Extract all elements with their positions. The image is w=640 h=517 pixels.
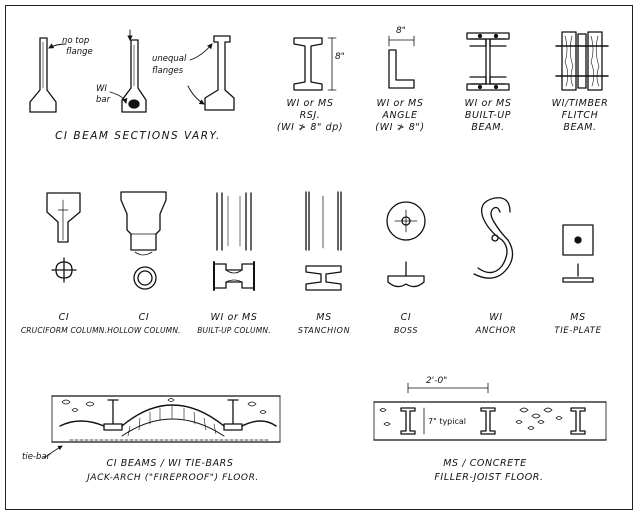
angle-label-2: ANGLE — [382, 110, 418, 121]
stanchion-label-2: STANCHION — [297, 326, 351, 335]
ci-beam-section-unequal-flanges — [204, 35, 235, 111]
tie-plate — [562, 224, 594, 283]
filler-joist-label-2: FILLER-JOIST FLOOR. — [434, 472, 544, 483]
boss-label-1: CI — [400, 312, 412, 323]
note-unequal: unequal — [152, 54, 187, 64]
rsj-label-2: RSJ. — [299, 110, 321, 121]
anchor-label-2: ANCHOR — [475, 326, 517, 336]
angle-label-3: (WI ≯ 8") — [375, 122, 425, 133]
rsj-label-3: (WI ≯ 8" dp) — [276, 122, 344, 133]
boss-label-2: BOSS — [393, 326, 419, 335]
hollow-label-2: HOLLOW COLUMN. — [107, 326, 181, 335]
rsj-label-1: WI or MS — [286, 98, 334, 109]
s-anchor — [473, 197, 514, 279]
typical-depth-note: 7" typical — [428, 417, 467, 426]
tieplate-label-1: MS — [570, 312, 586, 323]
filler-joist-label-1: MS / CONCRETE — [443, 458, 527, 469]
jack-arch-label-1: CI BEAMS / WI TIE-BARS — [106, 458, 234, 469]
flitch-label-3: BEAM. — [563, 122, 597, 133]
builtup-column-label-2: BUILT-UP COLUMN. — [197, 326, 271, 335]
built-up-column — [213, 192, 255, 291]
note-bar: bar — [96, 95, 111, 105]
boss — [386, 201, 426, 288]
anchor-label-1: WI — [489, 312, 503, 323]
sheet-border — [5, 5, 633, 510]
tieplate-label-2: TIE-PLATE — [554, 326, 602, 336]
note-flanges: flanges — [152, 66, 184, 76]
builtup-column-label-1: WI or MS — [210, 312, 258, 323]
flitch-label-2: FLITCH — [561, 110, 599, 121]
jack-arch-label-2: JACK-ARCH ("FIREPROOF") FLOOR. — [87, 473, 259, 483]
cruciform-column — [46, 192, 81, 283]
builtup-label-3: BEAM. — [471, 122, 505, 133]
stanchion-label-1: MS — [316, 312, 332, 323]
note-flange: flange — [66, 47, 93, 57]
ci-beam-caption: CI BEAM SECTIONS VARY. — [55, 130, 221, 142]
angle-label-1: WI or MS — [376, 98, 424, 109]
builtup-label-1: WI or MS — [464, 98, 512, 109]
tie-bar-note: tie-bar — [22, 452, 51, 462]
note-wi: WI — [96, 84, 107, 94]
jack-arch-floor — [43, 395, 281, 459]
hollow-label-1: CI — [138, 312, 150, 323]
flitch-beam-section — [555, 31, 609, 91]
rsj-depth-dim: 8" — [335, 52, 345, 62]
filler-joist-floor — [373, 382, 607, 441]
hollow-column — [120, 191, 167, 290]
joist-spacing-dim: 2'-0" — [426, 376, 448, 386]
ci-beam-section-no-top-flange — [29, 37, 57, 113]
builtup-label-2: BUILT-UP — [464, 110, 512, 121]
note-no-top: no top — [62, 36, 90, 46]
rsj-section — [293, 37, 337, 91]
ci-beam-section-wi-bar — [121, 39, 147, 113]
flitch-label-1: WI/TIMBER — [551, 98, 609, 109]
cruciform-label-1: CI — [58, 312, 70, 323]
cruciform-label-2: CRUCIFORM COLUMN. — [20, 326, 108, 335]
stanchion — [305, 191, 342, 291]
angle-section — [388, 35, 415, 89]
built-up-beam-section — [466, 32, 510, 91]
angle-width-dim: 8" — [396, 26, 406, 36]
